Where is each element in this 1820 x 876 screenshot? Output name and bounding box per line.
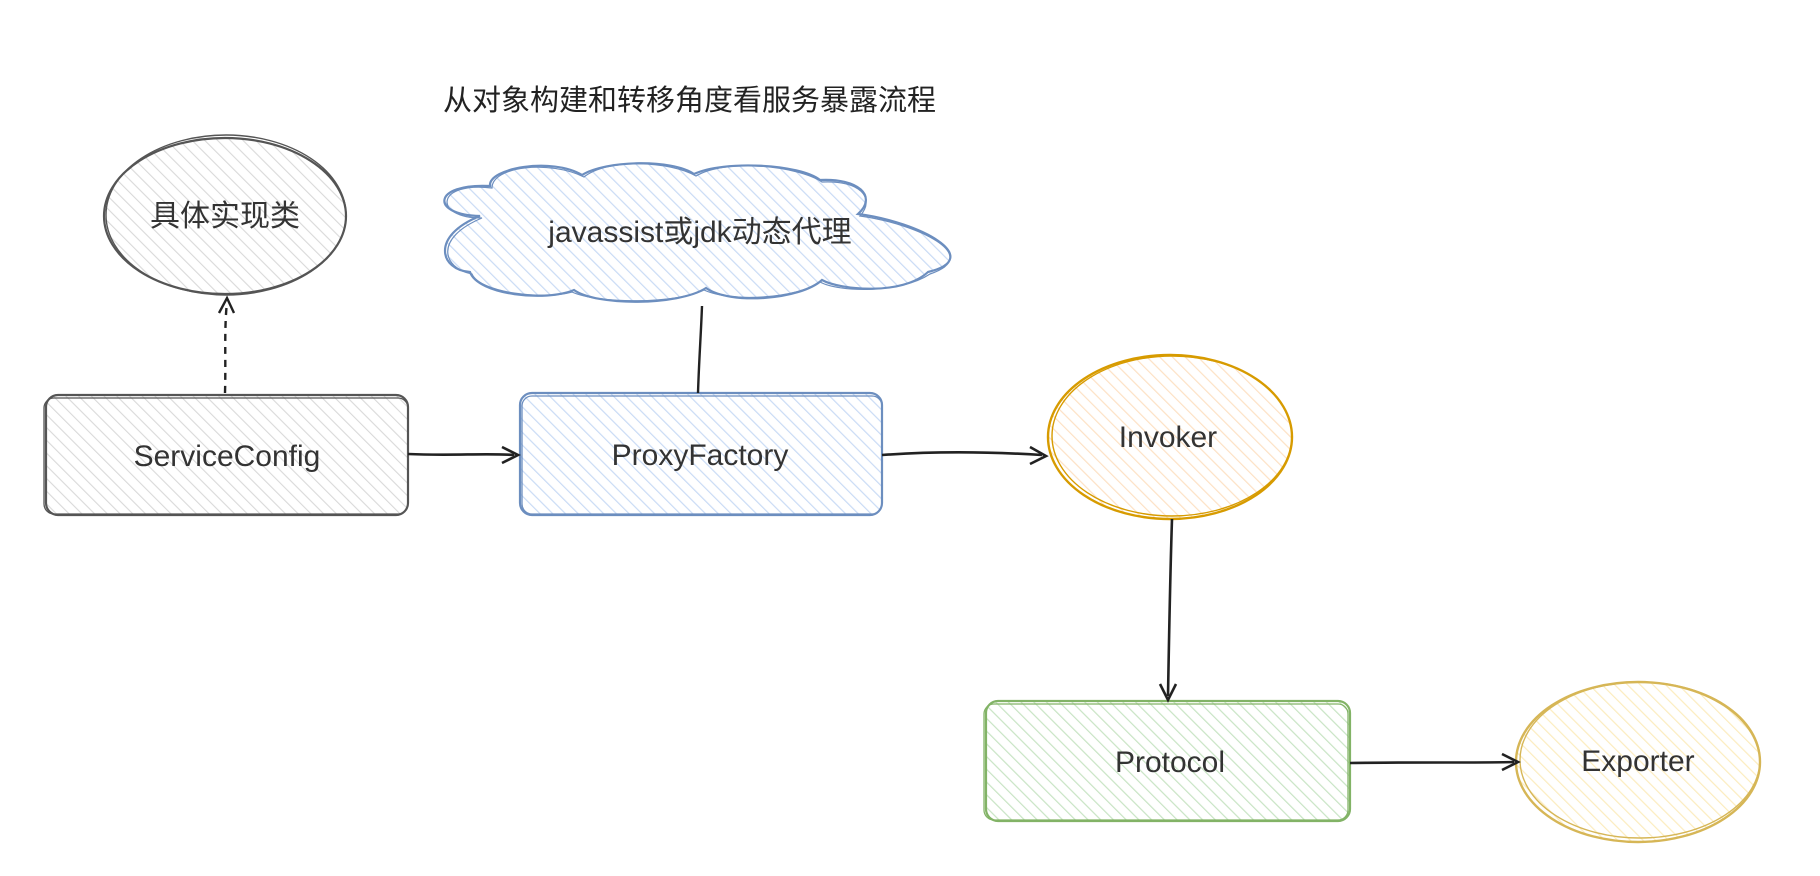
edge-serviceconfig-to-proxyfactory-arrowhead (501, 445, 521, 465)
invoker-label: Invoker (1119, 421, 1217, 454)
diagram-title: 从对象构建和转移角度看服务暴露流程 (443, 83, 936, 117)
invoker-shape-sketch (1051, 355, 1293, 517)
edge-proxyfactory-to-invoker-arrowhead (1029, 445, 1049, 466)
impl-class-shape-sketch (105, 134, 347, 296)
exporter-shape-sketch (1519, 681, 1761, 839)
edge-serviceconfig-to-impl-line (223, 301, 229, 394)
proxy-impl-cloud-label: javassist或jdk动态代理 (547, 216, 851, 249)
edge-serviceconfig-to-proxyfactory (407, 445, 521, 465)
impl-class-node[interactable]: 具体实现类 (102, 134, 348, 296)
edge-invoker-to-protocol-arrowhead (1158, 683, 1178, 703)
proxy-impl-cloud-sketch (446, 163, 951, 302)
edge-serviceconfig-to-impl-arrowhead (217, 295, 236, 314)
edge-protocol-to-exporter-arrowhead (1501, 752, 1521, 772)
impl-class-label: 具体实现类 (150, 200, 300, 233)
edge-invoker-to-protocol (1158, 518, 1178, 703)
protocol-node[interactable]: Protocol (983, 699, 1352, 823)
edge-serviceconfig-to-impl (217, 295, 236, 394)
protocol-shape-sketch (983, 703, 1349, 821)
proxy-impl-cloud-node[interactable]: javassist或jdk动态代理 (443, 162, 952, 303)
proxy-factory-label: ProxyFactory (612, 439, 789, 472)
edge-serviceconfig-to-proxyfactory-line (407, 452, 515, 457)
service-config-label: ServiceConfig (134, 440, 321, 473)
invoker-node[interactable]: Invoker (1046, 353, 1294, 521)
service-config-shape-sketch (43, 397, 409, 515)
proxy-impl-cloud-shape (443, 162, 952, 303)
edge-protocol-to-exporter (1349, 752, 1521, 772)
edge-proxyfactory-to-invoker-line (881, 450, 1043, 457)
edge-proxyfactory-to-cloud (696, 305, 704, 394)
protocol-label: Protocol (1115, 746, 1225, 779)
edge-protocol-to-exporter-line (1349, 760, 1515, 765)
edge-invoker-to-protocol-line (1166, 518, 1174, 697)
exporter-label: Exporter (1581, 745, 1694, 778)
service-config-node[interactable]: ServiceConfig (43, 393, 410, 517)
exporter-node[interactable]: Exporter (1514, 680, 1762, 844)
proxy-factory-node[interactable]: ProxyFactory (518, 391, 884, 517)
edge-proxyfactory-to-invoker (881, 445, 1049, 466)
